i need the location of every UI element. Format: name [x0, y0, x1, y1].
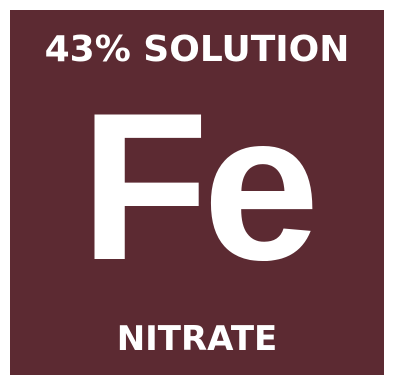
- concentration-label: 43% SOLUTION: [44, 29, 350, 70]
- element-symbol: Fe: [80, 69, 319, 304]
- element-tile: 43% SOLUTION Fe NITRATE: [10, 10, 384, 375]
- compound-label: NITRATE: [116, 319, 278, 359]
